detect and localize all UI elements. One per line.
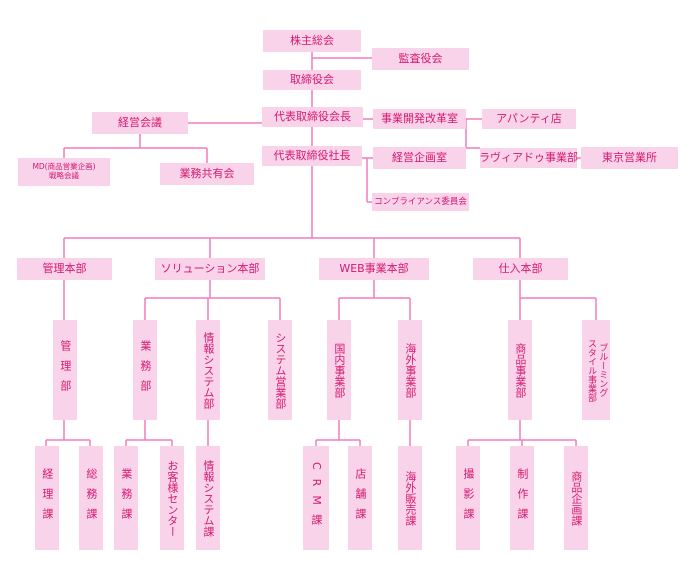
product-dept-box: 商品事業部 — [508, 320, 532, 420]
admin-division-box: 管理本部 — [17, 258, 112, 280]
chairman-box: 代表取締役会長 — [262, 107, 363, 127]
info-systems-dept-box: 情報システム部 — [196, 320, 220, 420]
production-section-box: 制作課 — [510, 446, 534, 550]
auditor-box: 監査役会 — [372, 48, 469, 70]
system-sales-dept-box: システム営業部 — [268, 320, 292, 420]
web-division-box: WEB事業本部 — [319, 258, 429, 280]
shareholders-meeting-box: 株主総会 — [263, 30, 361, 52]
accounting-section-box: 経理課 — [35, 446, 59, 550]
product-planning-section-box: 商品企画課 — [564, 446, 588, 550]
business-sharing-box: 業務共有会 — [160, 163, 254, 185]
solution-division-box: ソリューション本部 — [155, 258, 265, 280]
info-systems-section-box: 情報システム課 — [196, 446, 220, 550]
board-box: 取締役会 — [263, 70, 361, 90]
general-affairs-section-box: 総務課 — [79, 446, 103, 550]
customer-center-box: お客様センター — [160, 446, 184, 550]
overseas-sales-section-box: 海外販売課 — [398, 446, 422, 550]
business-reform-box: 事業開発改革室 — [373, 109, 466, 129]
business-dept-box: 業務部 — [133, 320, 157, 420]
management-meeting-box: 経営会議 — [92, 112, 188, 134]
compliance-box: コンプライアンス委員会 — [372, 193, 469, 211]
purchasing-division-box: 仕入本部 — [473, 258, 568, 280]
planning-office-box: 経営企画室 — [373, 147, 466, 169]
president-box: 代表取締役社長 — [262, 146, 362, 166]
crm-section-box: CRM課 — [303, 446, 329, 550]
photography-section-box: 撮影課 — [456, 446, 480, 550]
bloomin-style-dept-box: ブルーミング スタイル事業部 — [582, 320, 610, 420]
domestic-dept-box: 国内事業部 — [327, 320, 351, 420]
store-section-box: 店舗課 — [348, 446, 372, 550]
apanti-box: アパンティ店 — [482, 109, 576, 129]
md-strategy-meeting-box: MD(商品営業企画) 戦略会議 — [18, 158, 110, 186]
overseas-dept-box: 海外事業部 — [398, 320, 422, 420]
business-section-box: 業務課 — [114, 446, 138, 550]
tokyo-office-box: 東京営業所 — [581, 147, 678, 169]
admin-dept-box: 管理部 — [53, 320, 77, 420]
lavie-box: ラヴィアドゥ事業部 — [479, 148, 578, 168]
